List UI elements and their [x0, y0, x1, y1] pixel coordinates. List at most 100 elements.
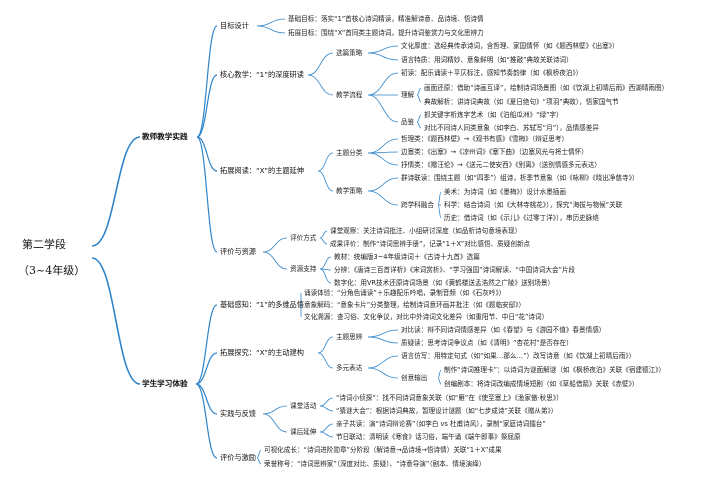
- connector: [437, 377, 442, 385]
- node-practice-feedback: 实践与反馈: [220, 409, 256, 418]
- leaf-topic-lyric: 抒情类：《赠汪伦》→《送元二使安西》《别离》（送别情感多元表达）: [401, 161, 602, 169]
- leaf-outcome-eval: 成果评价：制作“诗词思辨手册”，记录“1＋X”对比感悟、质疑创新点: [330, 240, 531, 248]
- connector: [256, 18, 286, 27]
- node-extended-reading: 拓展阅读：“X”的主题延伸: [220, 166, 304, 175]
- connector: [196, 74, 218, 138]
- connector: [317, 336, 334, 354]
- connector: [317, 352, 334, 369]
- connector: [437, 204, 442, 219]
- connector: [367, 329, 399, 338]
- node-selection-strategy: 选篇策略: [336, 49, 363, 57]
- leaf-riddle-card: 制作“诗词推理卡”：以诗词为谜面解谜（如《枫桥夜泊》关联《宿建德江》）: [444, 366, 666, 374]
- leaf-group-reading: 群诗联读：围绕主题（如“四季”）组诗，析季节意象（如《咏柳》《晓出净慈寺》）: [401, 174, 639, 182]
- leaf-textbook: 教材：统编版3~4年级诗词＋《古诗十九首》选篇: [334, 253, 480, 261]
- node-goal-design: 目标设计: [220, 21, 249, 30]
- connector: [319, 405, 334, 412]
- connector: [319, 268, 332, 284]
- connector: [319, 423, 334, 433]
- connector: [367, 177, 399, 192]
- node-resource-support: 资源支持: [290, 265, 317, 273]
- connector: [262, 405, 288, 415]
- connector: [319, 237, 328, 245]
- connector: [416, 121, 422, 129]
- leaf-festival: 节日联动：清明读《寒食》话习俗，端午诵《端午即事》祭屈原: [336, 433, 521, 441]
- connector: [319, 256, 332, 270]
- node-basic-perception: 基础感知：“1”的多维品悟: [220, 300, 304, 309]
- leaf-references: 分辨：《唐诗三百首详析》《宋词赏析》、“学习强国”诗词解读、“中国诗词大会”片段: [334, 266, 576, 274]
- connector: [262, 237, 288, 253]
- node-topic-classify: 主题分类: [336, 149, 363, 157]
- connector: [319, 397, 334, 407]
- connector: [256, 457, 262, 465]
- node-after-class: 课后延伸: [290, 428, 317, 436]
- node-eval-resources: 评价与资源: [220, 247, 256, 256]
- connector: [307, 52, 334, 76]
- node-eval-incentive: 评价与激励: [220, 453, 256, 462]
- node-appreciate: 品鉴: [401, 118, 415, 126]
- connector: [91, 257, 141, 385]
- connector: [317, 170, 334, 192]
- leaf-art: 美术：为诗词（如《墨梅》）设计水墨插画: [444, 188, 566, 196]
- leaf-flow-first-read: 初读：配乐诵读＋平仄标注，感知节奏韵律（如《枫桥夜泊》）: [401, 69, 583, 77]
- node-class-activity: 课堂活动: [290, 402, 317, 410]
- connector: [367, 72, 399, 96]
- leaf-goal-ext: 拓展目标：围绕“X”首同类主题诗词，提升诗词鉴赏力与文化思辨力: [288, 29, 484, 37]
- connector: [416, 114, 422, 123]
- connector: [91, 136, 141, 247]
- connector: [256, 449, 262, 459]
- connector: [367, 190, 399, 206]
- leaf-imitation: 语言仿写：用特定句式（如“如果…那么…”）改写诗意（如《饮湖上初晴后雨》）: [401, 352, 636, 360]
- leaf-flow-word: 抓关键字析炼字艺术（如《泊船瓜洲》“绿”字）: [424, 111, 563, 119]
- leaf-compare-read: 对比读：辩不同诗词情感差异（如《春望》与《游园不值》春景情感）: [401, 326, 606, 334]
- leaf-family-read: 亲子共读：演“诗词辩论赛”（如李白 vs 杜甫诗风），录制“家庭诗词擂台”: [336, 420, 546, 428]
- node-teaching-flow: 教学流程: [336, 91, 363, 99]
- leaf-class-observe: 课堂观察：关注诗词批注、小组研讨深度（如品析诗句意境表现）: [330, 227, 522, 235]
- leaf-growth-badge: 可视化成长：“诗词进阶勋章”分阶段（解诗意→品诗境→悟诗情）关联“1＋X”成果: [264, 446, 502, 454]
- connector: [367, 152, 399, 166]
- node-teaching-tactics: 教学策略: [336, 187, 363, 195]
- connector: [262, 413, 288, 433]
- leaf-history: 历史：借诗词（如《示儿》《过零丁洋》），串历史脉络: [444, 214, 599, 222]
- leaf-topic-philosophy: 哲理类：《题西林壁》→《观书有感》《雪梅》（辩证思考）: [401, 135, 569, 143]
- connector: [367, 138, 399, 154]
- leaf-culture-trace: 文化溯源：查习俗、文化争议，对比中外诗词文化差异（如重阳节、中日“花”诗词）: [304, 313, 549, 321]
- leaf-question-read: 质疑读：思考诗词争议点（如《清明》“杏花村”是否存在）: [401, 339, 573, 347]
- leaf-sel-language: 语言特质：用词精妙、意象鲜明（如“推敲”典故关联诗词）: [401, 56, 573, 64]
- connector: [195, 383, 218, 459]
- leaf-script: 创编剧本：将诗词改编成情境短剧（如《草船借箭》关联《赤壁》）: [444, 380, 639, 388]
- node-extended-inquiry: 拓展探究：“X”的主动建构: [220, 348, 304, 357]
- node-student-experience: 学生学习体验: [142, 379, 188, 388]
- node-multi-expression: 多元表达: [336, 364, 363, 372]
- leaf-topic-frontier: 边塞类：《出塞》→《凉州词》《塞下曲》（边塞风光与将士情怀）: [401, 148, 588, 156]
- leaf-recite: 诵读体验：“分角色诵读”＋乐趣配乐吟唱，录制音频（如《石灰吟》）: [304, 289, 506, 297]
- connector: [416, 94, 422, 103]
- connector: [196, 25, 218, 138]
- node-interdisciplinary: 跨学科融合: [401, 201, 434, 209]
- connector: [262, 251, 288, 270]
- connector: [437, 191, 442, 206]
- node-theme-debate: 主题思辨: [336, 333, 363, 341]
- connector: [319, 431, 334, 438]
- leaf-digital: 数字化：用VR技术还原诗词场景（如《黄鹤楼送孟浩然之广陵》送别场景）: [334, 279, 555, 287]
- node-understand: 理解: [401, 91, 415, 99]
- node-eval-method: 评价方式: [290, 234, 317, 242]
- connector: [317, 152, 334, 172]
- leaf-flow-allusion: 典故解析：讲诗词典故（如《夏日绝句》“项羽”典故），悟家国气节: [424, 98, 619, 106]
- node-creative-output: 创意输出: [401, 374, 428, 382]
- connector: [437, 369, 442, 379]
- root-title: 第二学段: [22, 238, 66, 251]
- connector: [367, 355, 399, 369]
- leaf-honor-title: 荣誉称号：“诗词思辨家”（深度对比、质疑）、“诗意导演”（剧本、情境演绎）: [264, 460, 486, 468]
- leaf-goal-base: 基础目标：落实“1”首核心诗词精读，精准解诗意、品诗境、悟诗情: [288, 15, 484, 23]
- leaf-detective: “诗词小侦探”：找不同诗词意象关联（如“雁”在《使至塞上》《渔家傲·秋思》）: [336, 394, 563, 402]
- node-teacher-practice: 教师教学实践: [142, 132, 188, 141]
- connector: [196, 136, 218, 172]
- connector: [256, 25, 286, 34]
- connector: [367, 367, 399, 379]
- connector: [367, 94, 399, 123]
- leaf-sel-culture: 文化厚度：选经典传承诗词，含哲理、家国情怀（如《题西林壁》《出塞》）: [401, 42, 619, 50]
- connector: [367, 336, 399, 344]
- connector: [195, 304, 218, 385]
- leaf-riddle-meet: “猜谜大会”：根据诗词典故，暂理设计谜题（如“七步成诗”关联《赠从弟》）: [336, 407, 558, 415]
